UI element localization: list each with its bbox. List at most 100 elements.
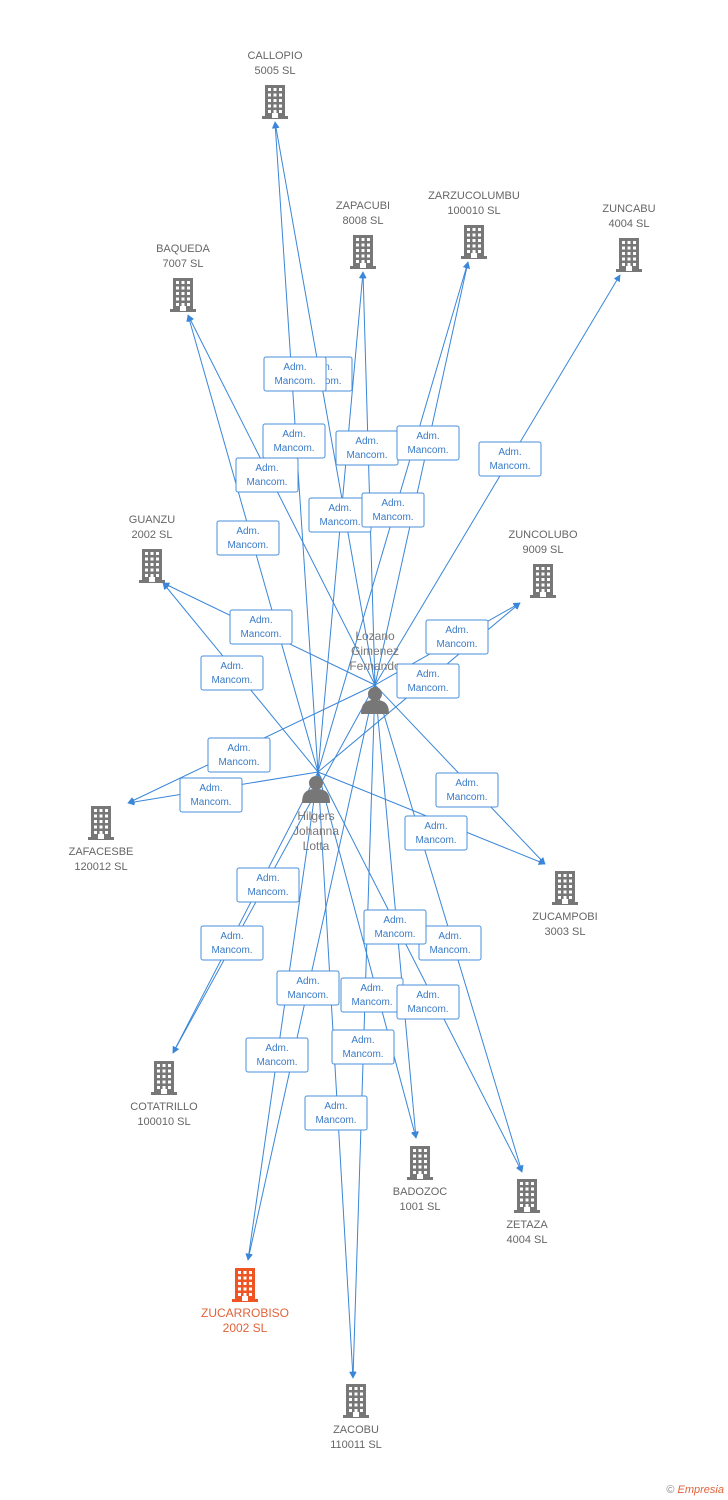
building-icon <box>170 278 196 312</box>
edge-label-frame <box>200 655 264 691</box>
edge-label-frame <box>245 1037 309 1073</box>
edge-label-box[interactable]: Adm.Mancom. <box>396 425 460 461</box>
edge-label-box[interactable]: Adm.Mancom. <box>262 423 326 459</box>
building-icon <box>232 1268 258 1302</box>
edge-label-text: Mancom. <box>489 461 530 472</box>
edge-label-text: Mancom. <box>246 477 287 488</box>
edge-label-text: Mancom. <box>211 675 252 686</box>
company-label: COTATRILLO <box>130 1101 198 1113</box>
copyright-symbol: © <box>666 1484 675 1496</box>
company-label: ZUCARROBISO <box>201 1306 289 1320</box>
edge-label-text: Mancom. <box>407 683 448 694</box>
edge-label-box[interactable]: Adm.Mancom. <box>304 1095 368 1131</box>
edge-label-text: Mancom. <box>346 450 387 461</box>
edge-label-frame <box>304 1095 368 1131</box>
building-icon <box>343 1384 369 1418</box>
edge-label-text: Mancom. <box>372 512 413 523</box>
company-label: 4004 SL <box>507 1234 548 1246</box>
edge-label-box[interactable]: Adm.Mancom. <box>331 1029 395 1065</box>
company-label: 9009 SL <box>523 544 564 556</box>
edge-label-box[interactable]: Adm.Mancom. <box>207 737 271 773</box>
edge-label-text: Adm. <box>227 743 250 754</box>
edge-label-box[interactable]: Adm.Mancom. <box>236 867 300 903</box>
edge-label-box[interactable]: Adm.Mancom. <box>229 609 293 645</box>
brand-name[interactable]: Empresia <box>677 1484 724 1496</box>
building-icon <box>262 85 288 119</box>
person-label: Fernando <box>349 659 401 673</box>
edge-label-text: Mancom. <box>256 1057 297 1068</box>
edge-lozano-zarzucolumbu <box>374 261 471 686</box>
edge-label-box[interactable]: Adm.Mancom. <box>396 984 460 1020</box>
company-node-zetaza[interactable]: ZETAZA 4004 SL <box>506 1179 548 1246</box>
company-label: 5005 SL <box>255 65 296 77</box>
building-icon <box>552 871 578 905</box>
edge-hilgers-cotatrillo <box>172 771 319 1054</box>
edge-label-box[interactable]: Adm. Mancom. <box>200 655 264 691</box>
edge-label-text: Adm. <box>360 983 383 994</box>
edge-label-text: Mancom. <box>407 1004 448 1015</box>
edge-label-box[interactable]: Adm. Mancom. <box>396 663 460 699</box>
company-label: 3003 SL <box>545 926 586 938</box>
edge-label-text: Adm. <box>438 931 461 942</box>
edge-label-text: Adm. <box>445 625 468 636</box>
edge-label-text: Mancom. <box>429 945 470 956</box>
edge-label-text: Mancom. <box>227 540 268 551</box>
edge-label-frame <box>179 777 243 813</box>
edge-label-box[interactable]: Adm.Mancom. <box>276 970 340 1006</box>
edge-label-box[interactable]: Adm.Mancom. <box>425 619 489 655</box>
edge-label-box[interactable]: Adm.Mancom. <box>235 457 299 493</box>
edge-label-text: Adm. <box>416 669 439 680</box>
company-label: ZUNCABU <box>602 203 655 215</box>
company-label: BAQUEDA <box>156 243 210 255</box>
edge-label-box[interactable]: Adm.Mancom. <box>245 1037 309 1073</box>
edge-label-box[interactable]: Adm. Mancom. <box>361 492 425 528</box>
edge-label-box[interactable]: Adm. Mancom. <box>340 977 404 1013</box>
edge-label-box[interactable]: Adm.Mancom. <box>335 430 399 466</box>
edge-label-frame <box>396 663 460 699</box>
edge-label-box[interactable]: Adm. Mancom. <box>418 925 482 961</box>
edge-label-text: Mancom. <box>351 997 392 1008</box>
edge-label-frame <box>396 984 460 1020</box>
edge-label-text: Adm. <box>416 431 439 442</box>
edge-label-box[interactable]: Adm.Mancom. <box>263 356 327 392</box>
edge-label-text: Mancom. <box>274 376 315 387</box>
edge-label-frame <box>207 737 271 773</box>
edge-label-text: Mancom. <box>273 443 314 454</box>
edge-label-box[interactable]: Adm.Mancom. <box>404 815 468 851</box>
edge-label-box[interactable]: Adm.Mancom. <box>435 772 499 808</box>
edge-lozano-callopio <box>272 121 376 686</box>
edge-label-text: Mancom. <box>342 1049 383 1060</box>
edge-label-text: Adm. <box>220 661 243 672</box>
edge-label-frame <box>331 1029 395 1065</box>
edge-label-box[interactable]: Adm.Mancom. <box>363 909 427 945</box>
edge-label-box[interactable]: Adm.Mancom. <box>179 777 243 813</box>
edge-label-box[interactable]: Adm.Mancom. <box>478 441 542 477</box>
edge-label-text: Adm. <box>381 498 404 509</box>
edge-hilgers-badozoc <box>317 771 418 1139</box>
building-icon <box>461 225 487 259</box>
company-label: ZETAZA <box>506 1219 548 1231</box>
edge-label-box[interactable]: Adm.Mancom. <box>216 520 280 556</box>
edge-label-text: Adm. <box>328 503 351 514</box>
edge-label-frame <box>363 909 427 945</box>
edge-label-box[interactable]: Adm.Mancom. <box>200 925 264 961</box>
company-label: 2002 SL <box>223 1321 268 1335</box>
edge-label-box[interactable]: Adm.Mancom. <box>308 497 372 533</box>
person-icon <box>361 687 389 714</box>
